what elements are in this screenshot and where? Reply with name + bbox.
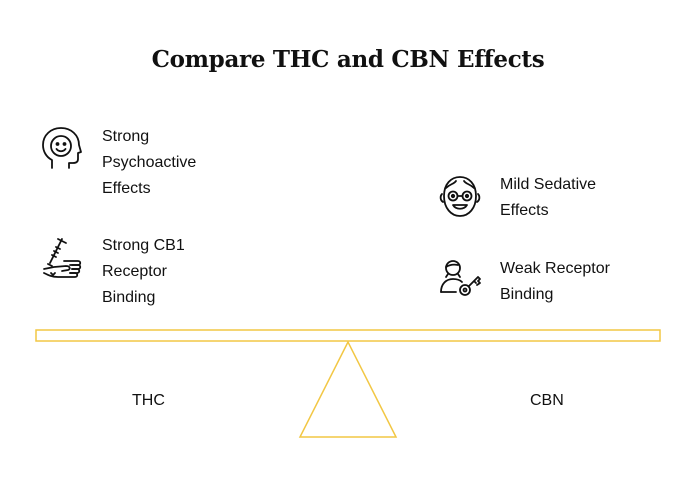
thc-effect-psychoactive: Strong Psychoactive Effects bbox=[40, 124, 196, 202]
cbn-label: CBN bbox=[530, 392, 564, 409]
scale-beam bbox=[35, 329, 661, 342]
hand-injection-icon bbox=[43, 238, 82, 278]
effect-label: Mild Sedative Effects bbox=[500, 176, 597, 219]
effect-label: Strong CB1 Receptor Binding bbox=[102, 237, 185, 306]
scale-fulcrum bbox=[298, 340, 398, 438]
sleepy-face-icon bbox=[439, 176, 481, 217]
cbn-effect-sedative: Mild Sedative Effects bbox=[438, 172, 596, 224]
effect-label: Weak Receptor Binding bbox=[500, 260, 610, 303]
thc-label: THC bbox=[132, 392, 165, 409]
smiling-head-icon bbox=[42, 127, 82, 169]
person-key-icon bbox=[440, 260, 481, 296]
page-title: Compare THC and CBN Effects bbox=[151, 46, 545, 73]
effect-label: Strong Psychoactive Effects bbox=[102, 128, 197, 197]
cbn-effect-weak-binding: Weak Receptor Binding bbox=[438, 256, 610, 308]
thc-effect-cb1-binding: Strong CB1 Receptor Binding bbox=[40, 233, 185, 311]
